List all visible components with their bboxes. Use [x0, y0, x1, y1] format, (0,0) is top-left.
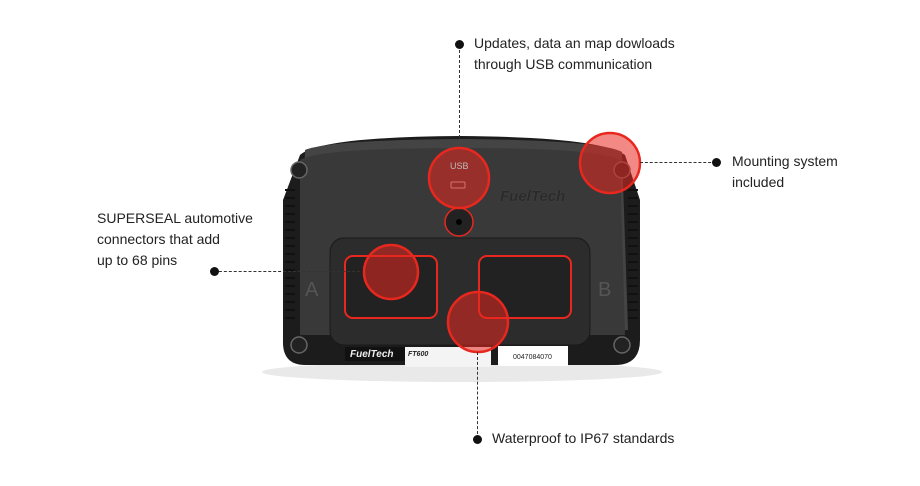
brand-logo: FuelTech [500, 188, 566, 205]
connectors-callout-line1: SUPERSEAL automotive [97, 210, 253, 226]
usb-callout: Updates, data an map dowloads through US… [474, 33, 675, 75]
grip-ridges [285, 189, 638, 319]
mounting-callout-line1: Mounting system [732, 153, 838, 169]
model-label: FT600 [408, 351, 429, 358]
usb-label: USB [450, 161, 469, 171]
connectors-callout-line2: connectors that add [97, 231, 220, 247]
connectors-bullet [210, 267, 219, 276]
highlight-circles [362, 131, 642, 354]
brand-label-bottom: FuelTech [350, 349, 394, 360]
connector-b-label: B [598, 279, 612, 301]
connectors-callout: SUPERSEAL automotive connectors that add… [97, 208, 253, 271]
mounting-bullet [712, 158, 721, 167]
usb-callout-line2: through USB communication [474, 56, 653, 72]
waterproof-bullet [473, 435, 482, 444]
mounting-leader-line [640, 162, 716, 163]
usb-leader-line [459, 50, 460, 138]
mounting-callout-line2: included [732, 174, 785, 190]
waterproof-callout: Waterproof to IP67 standards [492, 430, 675, 446]
usb-callout-line1: Updates, data an map dowloads [474, 35, 675, 51]
connector-a-label: A [305, 279, 319, 301]
connectors-leader-line [214, 271, 360, 272]
connectors-callout-line3: up to 68 pins [97, 252, 178, 268]
serial-number: 0047084070 [513, 354, 552, 361]
mounting-callout: Mounting system included [732, 151, 838, 193]
waterproof-leader-line [477, 352, 478, 434]
usb-bullet [455, 40, 464, 49]
